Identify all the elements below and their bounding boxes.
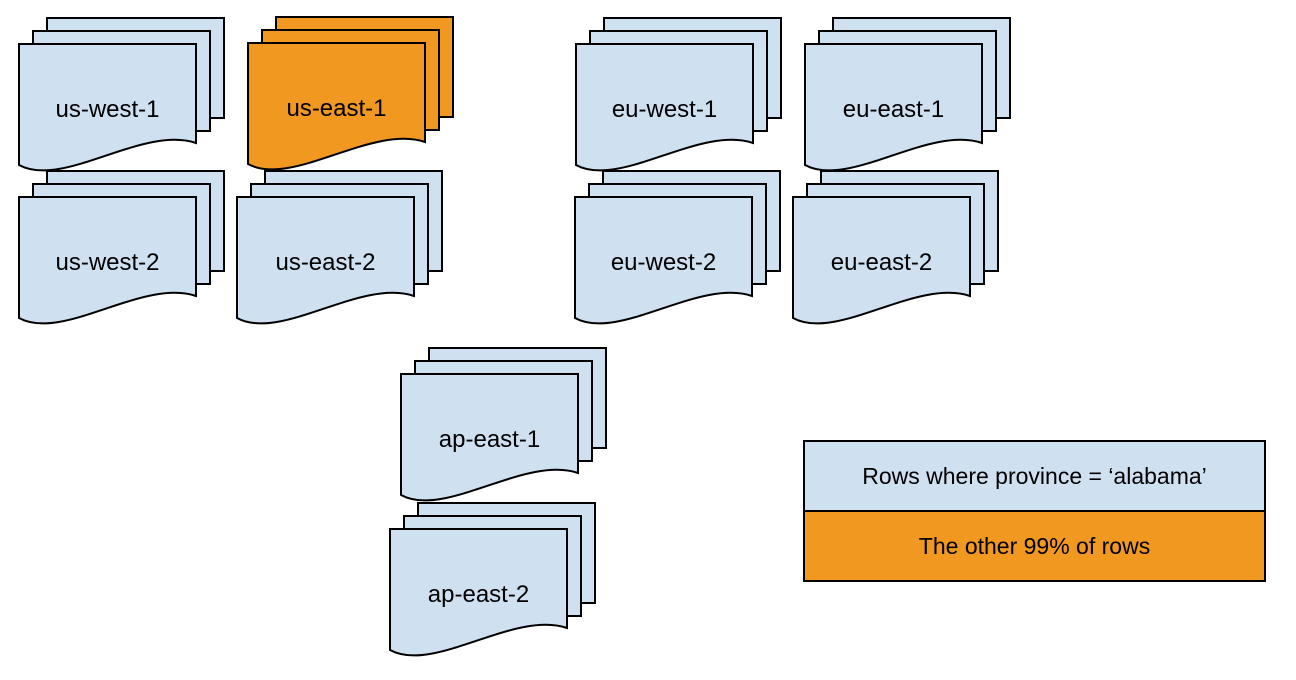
legend-item-other-rows: The other 99% of rows <box>805 510 1264 580</box>
legend-label: Rows where province = ‘alabama’ <box>862 462 1207 489</box>
front-document <box>400 373 579 502</box>
legend-label: The other 99% of rows <box>918 532 1151 559</box>
front-document <box>18 43 197 172</box>
region-label: eu-east-2 <box>831 249 932 276</box>
doc-stack-ap-east-2: ap-east-2 <box>389 502 596 657</box>
front-document <box>389 528 568 657</box>
doc-stack-eu-east-2: eu-east-2 <box>792 170 999 325</box>
region-label: us-west-2 <box>55 249 159 276</box>
doc-stack-us-east-1: us-east-1 <box>247 16 454 171</box>
front-document <box>247 42 426 171</box>
region-label: us-east-1 <box>286 95 386 122</box>
region-label: eu-west-2 <box>611 249 716 276</box>
doc-stack-us-east-2: us-east-2 <box>236 170 443 325</box>
doc-stack-eu-east-1: eu-east-1 <box>804 17 1011 172</box>
front-document <box>575 43 754 172</box>
region-label: us-west-1 <box>55 96 159 123</box>
front-document <box>804 43 983 172</box>
region-label: eu-east-1 <box>843 96 944 123</box>
doc-stack-us-west-2: us-west-2 <box>18 170 225 325</box>
legend-item-alabama-rows: Rows where province = ‘alabama’ <box>805 442 1264 510</box>
region-label: ap-east-2 <box>428 581 529 608</box>
doc-stack-ap-east-1: ap-east-1 <box>400 347 607 502</box>
doc-stack-eu-west-1: eu-west-1 <box>575 17 782 172</box>
region-label: ap-east-1 <box>439 426 540 453</box>
front-document <box>18 196 197 325</box>
front-document <box>792 196 971 325</box>
front-document <box>236 196 415 325</box>
doc-stack-eu-west-2: eu-west-2 <box>574 170 781 325</box>
region-label: us-east-2 <box>275 249 375 276</box>
legend: Rows where province = ‘alabama’ The othe… <box>803 440 1266 582</box>
doc-stack-us-west-1: us-west-1 <box>18 17 225 172</box>
region-label: eu-west-1 <box>612 96 717 123</box>
front-document <box>574 196 753 325</box>
